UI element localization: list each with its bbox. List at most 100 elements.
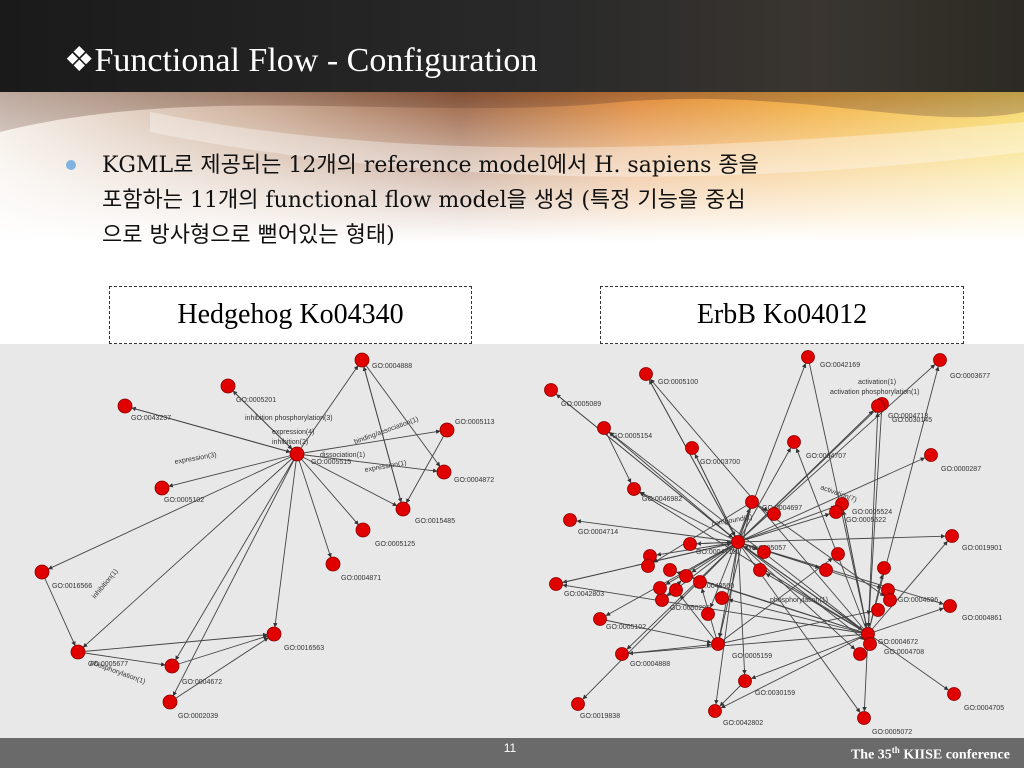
edge-label: binding/association(1) [353, 416, 419, 446]
graph-node[interactable] [655, 593, 669, 607]
graph-node[interactable] [871, 399, 885, 413]
graph-node[interactable] [289, 446, 305, 462]
graph-edge [717, 610, 872, 645]
graph-edge [273, 453, 298, 628]
graph-node[interactable] [857, 711, 871, 725]
title-background [0, 0, 1024, 92]
graph-node[interactable] [715, 591, 729, 605]
node-label: GO:0002039 [178, 713, 218, 720]
edge-label: inhibition phosphorylation(3) [245, 415, 333, 422]
graph-node[interactable] [877, 561, 891, 575]
graph-node[interactable] [266, 626, 282, 642]
node-label: GO:0042169 [820, 362, 860, 369]
graph-node[interactable] [883, 593, 897, 607]
graph-edge [737, 513, 830, 543]
graph-node[interactable] [871, 603, 885, 617]
graph-node[interactable] [801, 350, 815, 364]
graph-node[interactable] [757, 545, 771, 559]
graph-node[interactable] [641, 559, 655, 573]
graph-node[interactable] [627, 482, 641, 496]
node-label: GO:0030159 [755, 690, 795, 697]
graph-node[interactable] [154, 480, 170, 496]
graph-node[interactable] [683, 537, 697, 551]
graph-edge [714, 541, 739, 705]
node-label: GO:0003700 [700, 459, 740, 466]
graph-node[interactable] [544, 383, 558, 397]
node-label: GO:0005100 [658, 379, 698, 386]
graph-edge [737, 534, 946, 543]
graph-edge [737, 541, 949, 691]
graph-node[interactable] [831, 547, 845, 561]
graph-node[interactable] [853, 647, 867, 661]
graph-node[interactable] [563, 513, 577, 527]
graph-node[interactable] [34, 564, 50, 580]
graph-node[interactable] [593, 612, 607, 626]
graph-node[interactable] [693, 575, 707, 589]
graph-node[interactable] [354, 352, 370, 368]
graph-node[interactable] [753, 563, 767, 577]
node-label: GO:0042803 [564, 591, 604, 598]
graph-edge [645, 373, 736, 537]
node-label: GO:0004712 [696, 549, 736, 556]
graph-edge [296, 429, 441, 455]
graph-node[interactable] [731, 535, 745, 549]
bullet-line: KGML로 제공되는 12개의 reference model에서 H. sap… [102, 153, 759, 178]
graph-node[interactable] [70, 644, 86, 660]
node-label: GO:0005154 [612, 433, 652, 440]
graph-node[interactable] [767, 507, 781, 521]
node-label: GO:0004708 [884, 649, 924, 656]
graph-node[interactable] [745, 495, 759, 509]
graph-edge [639, 491, 739, 543]
graph-node[interactable] [829, 505, 843, 519]
graph-node[interactable] [669, 583, 683, 597]
graph-node[interactable] [653, 581, 667, 595]
graph-node[interactable] [933, 353, 947, 367]
conference-label: The 35th KIISE conference [851, 745, 1010, 764]
graph-edge [599, 618, 712, 644]
edge-label: expression(3) [174, 452, 217, 466]
graph-node[interactable] [943, 599, 957, 613]
graph-node[interactable] [679, 569, 693, 583]
graph-node[interactable] [549, 577, 563, 591]
node-label: GO:0042802 [723, 720, 763, 727]
graph-edge [406, 429, 448, 504]
graph-node[interactable] [164, 658, 180, 674]
graph-node[interactable] [325, 556, 341, 572]
graph-area: inhibition phosphorylation(3) expression(… [0, 344, 1024, 738]
graph-node[interactable] [708, 704, 722, 718]
graph-node[interactable] [924, 448, 938, 462]
graph-node[interactable] [711, 637, 725, 651]
graph-edge [621, 642, 712, 655]
graph-node[interactable] [701, 607, 715, 621]
graph-node[interactable] [685, 441, 699, 455]
graph-node[interactable] [220, 378, 236, 394]
graph-node[interactable] [436, 464, 452, 480]
erbb-label: ErbB Ko04012 [600, 286, 964, 344]
graph-edge [168, 453, 298, 488]
edge-label: activation(1) [858, 379, 896, 386]
node-label: GO:0005677 [88, 661, 128, 668]
graph-node[interactable] [439, 422, 455, 438]
graph-node[interactable] [615, 647, 629, 661]
graph-edge [296, 365, 359, 455]
graph-node[interactable] [947, 687, 961, 701]
graph-node[interactable] [395, 501, 411, 517]
graph-node[interactable] [787, 435, 801, 449]
graph-node[interactable] [355, 522, 371, 538]
graph-node[interactable] [597, 421, 611, 435]
graph-edge [737, 541, 820, 569]
graph-node[interactable] [663, 563, 677, 577]
graph-edge [628, 633, 869, 656]
graph-node[interactable] [945, 529, 959, 543]
node-label: GO:0019838 [580, 713, 620, 720]
graph-node[interactable] [639, 367, 653, 381]
graph-node[interactable] [117, 398, 133, 414]
node-label: GO:0000287 [941, 466, 981, 473]
graph-node[interactable] [819, 563, 833, 577]
graph-edge [718, 501, 753, 638]
graph-node[interactable] [571, 697, 585, 711]
graph-node[interactable] [863, 637, 877, 651]
graph-edge [737, 541, 944, 605]
graph-node[interactable] [162, 694, 178, 710]
graph-node[interactable] [738, 674, 752, 688]
